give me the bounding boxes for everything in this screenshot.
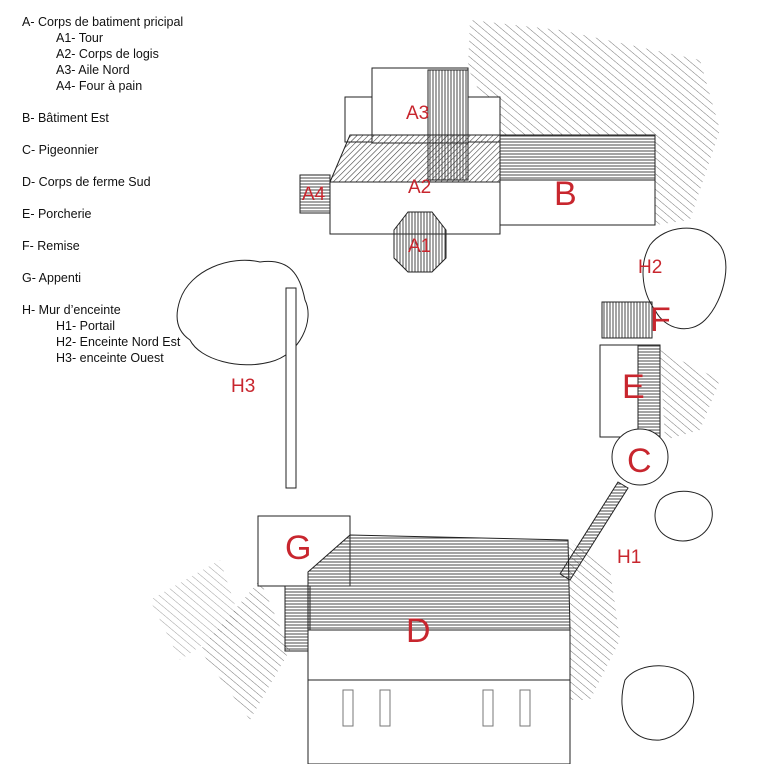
label-b: B xyxy=(554,175,577,213)
legend-c: C- Pigeonnier xyxy=(22,143,99,157)
legend-f: F- Remise xyxy=(22,239,80,253)
legend-a3: A3- Aile Nord xyxy=(56,63,130,77)
gate-h1 xyxy=(559,481,629,581)
shadows xyxy=(150,20,720,720)
legend: A- Corps de batiment pricipal A1- Tour A… xyxy=(22,14,183,366)
legend-h1: H1- Portail xyxy=(56,319,116,333)
label-a3: A3 xyxy=(406,103,429,124)
tree-northeast xyxy=(642,227,727,330)
label-h3: H3 xyxy=(231,376,255,397)
tree-east xyxy=(654,490,713,542)
label-g: G xyxy=(285,529,311,567)
label-a4: A4 xyxy=(302,184,326,205)
legend-h3: H3- enceinte Ouest xyxy=(56,351,164,365)
legend-a: A- Corps de batiment pricipal xyxy=(22,15,184,29)
label-e: E xyxy=(622,368,645,406)
legend-h: H- Mur d’enceinte xyxy=(22,303,121,317)
label-f: F xyxy=(650,301,671,339)
label-d: D xyxy=(406,612,431,650)
tree-southeast xyxy=(621,665,695,741)
building-a4 xyxy=(299,174,331,214)
legend-a4: A4- Four à pain xyxy=(56,79,143,93)
label-c: C xyxy=(627,442,652,480)
legend-h2: H2- Enceinte Nord Est xyxy=(56,335,181,349)
legend-g: G- Appenti xyxy=(22,271,82,285)
wall-h3 xyxy=(285,287,297,489)
legend-d: D- Corps de ferme Sud xyxy=(22,175,151,189)
legend-a1: A1- Tour xyxy=(56,31,104,45)
legend-a2: A2- Corps de logis xyxy=(56,47,159,61)
label-a2: A2 xyxy=(408,177,431,198)
building-b xyxy=(499,134,656,226)
labels: A3 A2 A4 A1 B H2 F E C H3 G H1 D xyxy=(231,103,671,650)
trees xyxy=(176,227,727,741)
label-a1: A1 xyxy=(408,236,431,257)
label-h1: H1 xyxy=(617,547,641,568)
legend-e: E- Porcherie xyxy=(22,207,92,221)
label-h2: H2 xyxy=(638,257,662,278)
building-d xyxy=(307,534,571,764)
legend-b: B- Bâtiment Est xyxy=(22,111,109,125)
building-f xyxy=(601,301,653,339)
tree-west xyxy=(176,259,309,366)
tower-a1 xyxy=(393,211,447,273)
dovecote-c xyxy=(611,428,669,486)
